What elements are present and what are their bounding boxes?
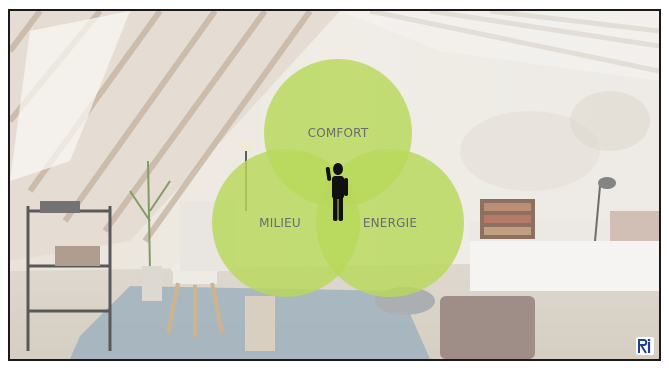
ri-logo xyxy=(636,337,654,355)
person-icon xyxy=(325,163,348,221)
milieu-circle xyxy=(212,149,360,297)
milieu-label: MILIEU xyxy=(259,216,301,230)
energie-label: ENERGIE xyxy=(362,216,418,230)
energie-circle xyxy=(316,149,464,297)
background-photo xyxy=(10,11,659,359)
slide-frame: COMFORT MILIEU ENERGIE xyxy=(8,9,661,361)
venn-diagram xyxy=(212,59,464,297)
comfort-label: COMFORT xyxy=(307,126,369,140)
